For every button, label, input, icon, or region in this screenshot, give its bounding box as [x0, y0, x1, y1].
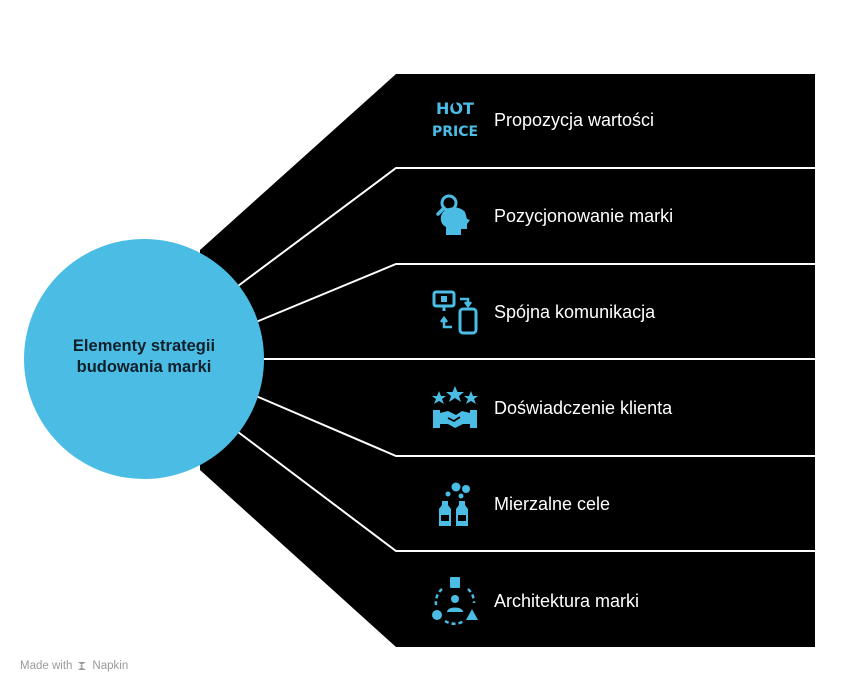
hot-price-icon-price: PRICE: [432, 124, 478, 140]
item-label-pozycjonowanie: Pozycjonowanie marki: [494, 206, 674, 226]
stars-handshake-icon: [432, 386, 478, 428]
flame-mark: [452, 101, 458, 110]
divider-5: [237, 431, 815, 552]
divider-1: [237, 167, 815, 287]
center-title: Elementy strategii budowania marki: [24, 336, 264, 378]
footer-brand: Napkin: [92, 660, 129, 672]
device-sync-icon: [432, 290, 478, 335]
goal-bottles-icon: [439, 482, 470, 526]
item-label-propozycja: Propozycja wartości: [494, 110, 655, 130]
item-label-mierzalne: Mierzalne cele: [494, 494, 611, 514]
divider-2: [255, 263, 815, 323]
brand-network-icon: [432, 577, 478, 625]
napkin-logo-icon: [78, 662, 87, 670]
center-circle: [24, 239, 264, 479]
row-dividers: [237, 167, 815, 552]
made-with-napkin-footer: Made with Napkin: [20, 660, 128, 672]
divider-4: [255, 395, 815, 457]
center-title-line-2: budowania marki: [76, 358, 212, 376]
fan-background: [200, 74, 815, 647]
footer-made-with: Made with: [20, 660, 73, 672]
center-title-line-1: Elementy strategii: [72, 337, 216, 355]
hot-price-icon: HOT PRICE: [432, 99, 478, 140]
item-label-architektura: Architektura marki: [494, 591, 640, 611]
item-label-spojna: Spójna komunikacja: [494, 302, 656, 322]
head-search-icon: [436, 194, 470, 235]
item-label-doswiadczenie: Doświadczenie klienta: [494, 398, 673, 418]
